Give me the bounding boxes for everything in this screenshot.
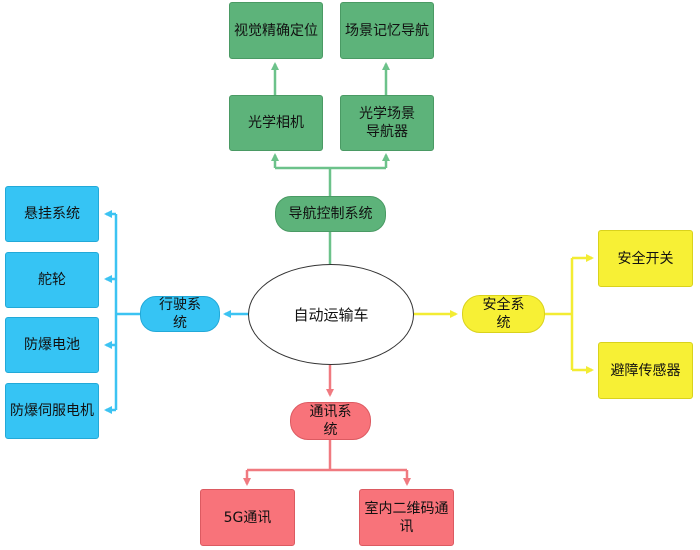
scene-navigator-label: 光学场景导航器 [359, 106, 415, 140]
suspension-node: 悬挂系统 [5, 186, 99, 242]
servo-motor-label: 防爆伺服电机 [10, 403, 94, 419]
servo-motor-node: 防爆伺服电机 [5, 383, 99, 439]
camera-node: 光学相机 [229, 95, 323, 151]
travel-system-label: 行驶系统 [159, 297, 201, 331]
camera-label: 光学相机 [248, 115, 304, 131]
nav-system-label: 导航控制系统 [288, 206, 373, 222]
scene-memory-label: 场景记忆导航 [345, 22, 429, 39]
obstacle-sensor-label: 避障传感器 [610, 362, 681, 379]
qr-code-comm-label: 室内二维码通讯 [364, 500, 449, 535]
visual-positioning-node: 视觉精确定位 [229, 2, 323, 59]
safety-system-node: 安全系统 [462, 295, 545, 333]
obstacle-sensor-node: 避障传感器 [598, 342, 693, 399]
visual-positioning-label: 视觉精确定位 [234, 22, 318, 39]
5g-comm-label: 5G通讯 [223, 509, 272, 526]
qr-code-comm-node: 室内二维码通讯 [359, 489, 454, 546]
5g-comm-node: 5G通讯 [200, 489, 295, 546]
safety-switch-label: 安全开关 [617, 250, 674, 267]
scene-navigator-node: 光学场景导航器 [340, 95, 434, 151]
travel-system-node: 行驶系统 [140, 296, 220, 332]
center-label: 自动运输车 [293, 305, 369, 324]
safety-switch-node: 安全开关 [598, 230, 693, 287]
scene-memory-node: 场景记忆导航 [340, 2, 434, 59]
comm-system-label: 通讯系统 [309, 404, 352, 438]
steering-wheel-node: 舵轮 [5, 252, 99, 308]
battery-node: 防爆电池 [5, 317, 99, 373]
center-node: 自动运输车 [248, 264, 414, 365]
comm-system-node: 通讯系统 [290, 402, 371, 440]
battery-label: 防爆电池 [24, 337, 80, 353]
nav-system-node: 导航控制系统 [275, 196, 386, 232]
safety-system-label: 安全系统 [482, 297, 525, 331]
suspension-label: 悬挂系统 [24, 206, 80, 222]
steering-wheel-label: 舵轮 [38, 272, 66, 288]
